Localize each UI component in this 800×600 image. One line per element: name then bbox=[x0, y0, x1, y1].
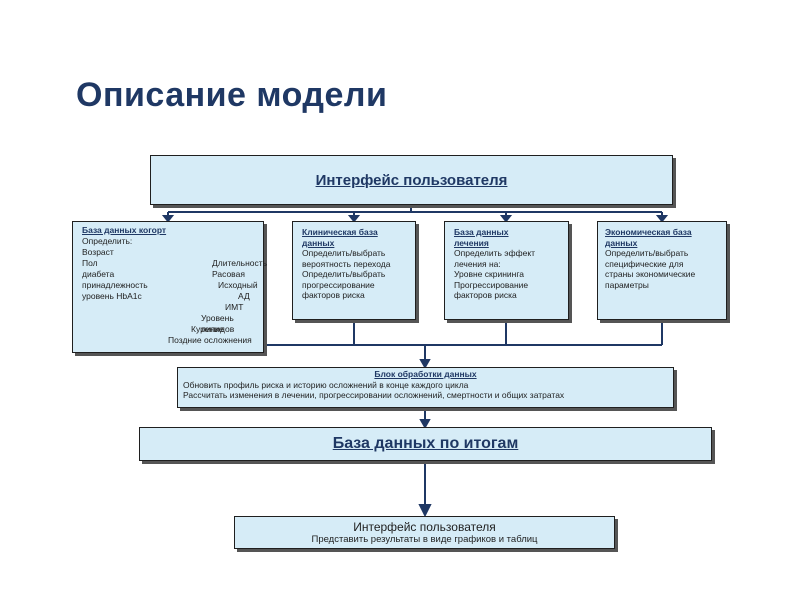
economic-line: специфические для bbox=[605, 258, 684, 269]
cohort-line: Поздние осложнения bbox=[168, 335, 252, 345]
data-processing-line-1: Обновить профиль риска и историю осложне… bbox=[183, 379, 469, 390]
data-processing-box: Блок обработки данных Обновить профиль р… bbox=[177, 367, 674, 408]
data-processing-title: Блок обработки данных bbox=[374, 369, 477, 379]
treatment-database-title: База данных лечения bbox=[454, 227, 509, 248]
treatment-line: факторов риска bbox=[454, 290, 517, 300]
cohort-line: диабета bbox=[82, 269, 115, 279]
cohort-line: Курение bbox=[191, 324, 224, 334]
cohort-line: Пол bbox=[82, 258, 98, 268]
bottom-user-interface-subtitle: Представить результаты в виде графиков и… bbox=[311, 534, 538, 545]
clinical-line: прогрессирование bbox=[302, 279, 375, 290]
cohort-line: принадлежность bbox=[82, 280, 148, 290]
cohort-line: Определить: bbox=[82, 236, 133, 246]
results-database-box: База данных по итогам bbox=[139, 427, 712, 461]
treatment-line: Уровне скрининга bbox=[454, 269, 524, 279]
cohort-line: Расовая bbox=[212, 269, 245, 279]
cohort-line: ИМТ bbox=[225, 302, 244, 312]
cohort-line: Длительность bbox=[212, 258, 268, 268]
treatment-line: Прогрессирование bbox=[454, 279, 529, 290]
clinical-line: вероятность перехода bbox=[302, 258, 391, 269]
clinical-database-title: Клиническая база данных bbox=[302, 227, 378, 248]
cohort-line: Уровень липидов bbox=[201, 313, 235, 334]
clinical-line: Определить/выбрать bbox=[302, 248, 386, 258]
treatment-database-box: База данных лечения Определить эффект ле… bbox=[444, 221, 569, 320]
cohort-line: уровень HbA1c bbox=[82, 291, 142, 301]
economic-line: Определить/выбрать bbox=[605, 248, 689, 258]
data-processing-line-2: Рассчитать изменения в лечении, прогресс… bbox=[183, 390, 565, 400]
cohort-database-title: База данных когорт bbox=[82, 225, 167, 235]
economic-line: параметры bbox=[605, 279, 649, 290]
economic-line: страны экономические bbox=[605, 269, 696, 279]
clinical-line: факторов риска bbox=[302, 290, 365, 300]
treatment-line: лечения на: bbox=[454, 258, 501, 269]
bottom-user-interface-title: Интерфейс пользователя bbox=[353, 520, 496, 534]
clinical-database-box: Клиническая база данных Определить/выбра… bbox=[292, 221, 416, 320]
cohort-line: Исходный bbox=[218, 280, 258, 290]
cohort-line: АД bbox=[238, 291, 250, 301]
treatment-line: Определить эффект bbox=[454, 248, 536, 258]
clinical-line: Определить/выбрать bbox=[302, 269, 386, 279]
cohort-database-box: База данных когорт Определить: Возраст П… bbox=[72, 221, 268, 353]
bottom-user-interface-box: Интерфейс пользователя Представить резул… bbox=[234, 516, 615, 549]
economic-database-box: Экономическая база данных Определить/выб… bbox=[597, 221, 727, 320]
cohort-line: Возраст bbox=[82, 247, 114, 257]
top-user-interface-label: Интерфейс пользователя bbox=[315, 171, 508, 189]
results-database-label: База данных по итогам bbox=[332, 435, 519, 452]
economic-database-title: Экономическая база данных bbox=[605, 227, 692, 248]
top-user-interface-box: Интерфейс пользователя bbox=[150, 155, 673, 205]
page-title: Описание модели bbox=[76, 76, 388, 114]
